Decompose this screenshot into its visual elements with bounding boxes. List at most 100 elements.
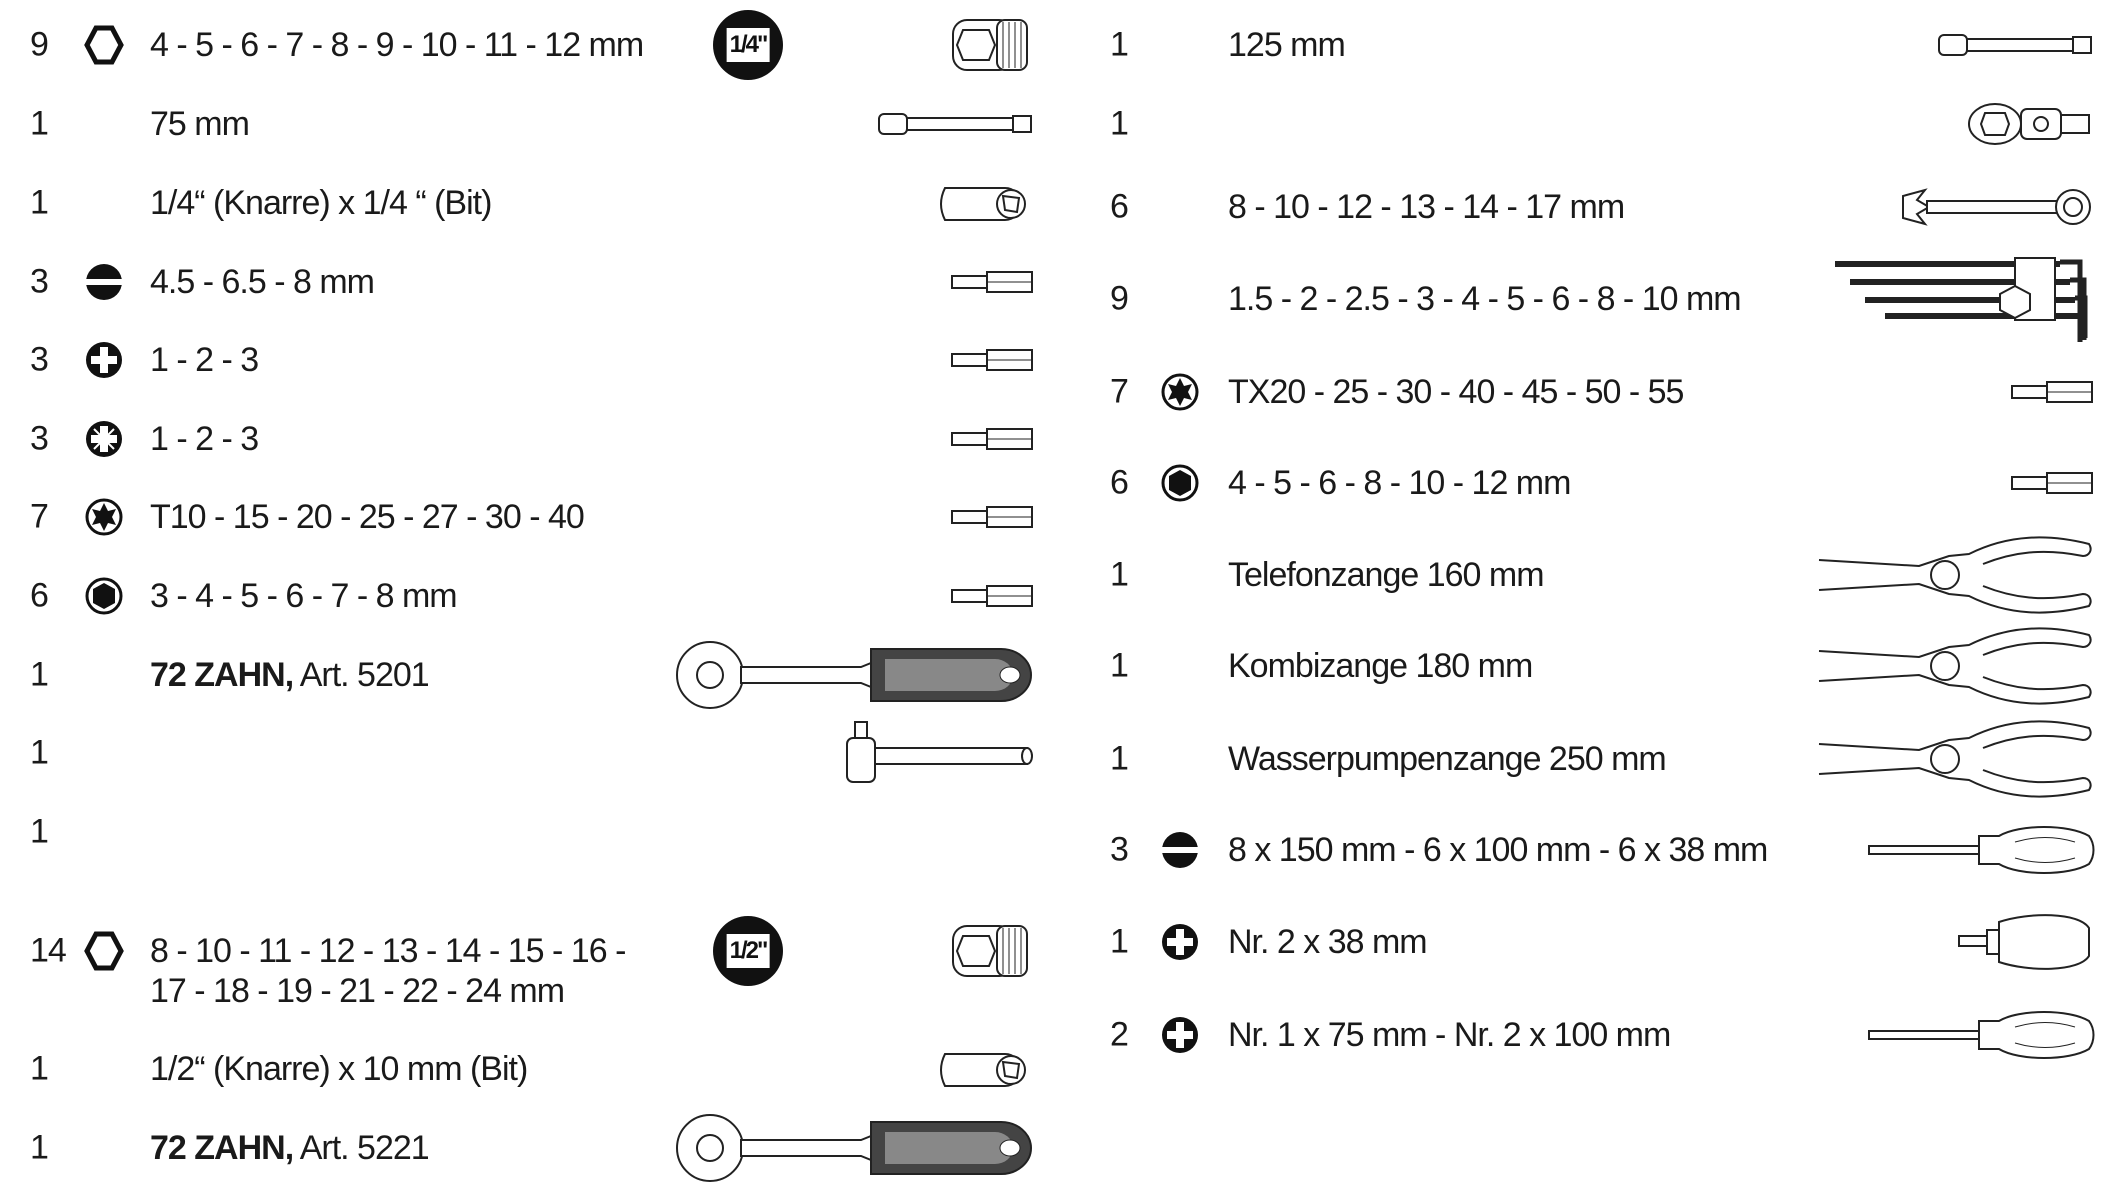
item-quantity: 1 bbox=[30, 812, 49, 851]
item-description: 1.5 - 2 - 2.5 - 3 - 4 - 5 - 6 - 8 - 10 m… bbox=[1228, 279, 1742, 319]
pliers-illustration bbox=[1818, 536, 2092, 614]
item-description: 72 ZAHN, Art. 5221 bbox=[150, 1128, 430, 1168]
item-quantity: 9 bbox=[1110, 279, 1129, 318]
item-quantity: 1 bbox=[30, 1049, 49, 1088]
pozidriv-icon bbox=[84, 419, 124, 459]
item-description: 8 - 10 - 11 - 12 - 13 - 14 - 15 - 16 -17… bbox=[150, 931, 626, 1011]
item-quantity: 1 bbox=[30, 104, 49, 143]
item-quantity: 1 bbox=[1110, 25, 1129, 64]
item-quantity: 1 bbox=[30, 655, 49, 694]
item-quantity: 2 bbox=[1110, 1015, 1129, 1054]
item-text: Art. 5201 bbox=[293, 656, 430, 694]
hex-socket-icon bbox=[1160, 463, 1200, 503]
extension-illustration bbox=[878, 113, 1032, 135]
bit-illustration bbox=[951, 349, 1033, 371]
item-quantity: 1 bbox=[30, 183, 49, 222]
wrench-illustration bbox=[1902, 188, 2091, 226]
item-quantity: 1 bbox=[1110, 922, 1129, 961]
hex-outline-icon bbox=[84, 931, 124, 971]
item-text: 8 x 150 mm - 6 x 100 mm - 6 x 38 mm bbox=[1228, 831, 1768, 869]
item-quantity: 3 bbox=[1110, 830, 1129, 869]
item-quantity: 1 bbox=[1110, 739, 1129, 778]
item-text: Nr. 1 x 75 mm - Nr. 2 x 100 mm bbox=[1228, 1016, 1671, 1054]
item-description: 4.5 - 6.5 - 8 mm bbox=[150, 262, 375, 302]
phillips-icon bbox=[1160, 922, 1200, 962]
item-quantity: 3 bbox=[30, 340, 49, 379]
item-text: 8 - 10 - 12 - 13 - 14 - 17 mm bbox=[1228, 188, 1625, 226]
item-quantity: 6 bbox=[1110, 187, 1129, 226]
adapter-illustration bbox=[940, 187, 1026, 221]
item-description: Kombizange 180 mm bbox=[1228, 646, 1533, 686]
slot-icon bbox=[1160, 830, 1200, 870]
item-description: Wasserpumpenzange 250 mm bbox=[1228, 739, 1667, 779]
slot-icon bbox=[84, 262, 124, 302]
item-text-line2: 17 - 18 - 19 - 21 - 22 - 24 mm bbox=[150, 972, 565, 1010]
item-text: 1/4“ (Knarre) x 1/4 “ (Bit) bbox=[150, 184, 492, 222]
bit-illustration bbox=[951, 506, 1033, 528]
item-text: Wasserpumpenzange 250 mm bbox=[1228, 740, 1667, 778]
item-quantity: 1 bbox=[1110, 104, 1129, 143]
item-quantity: 1 bbox=[1110, 555, 1129, 594]
item-quantity: 14 bbox=[30, 931, 67, 970]
item-description: 1 - 2 - 3 bbox=[150, 340, 259, 380]
item-text: 1 - 2 - 3 bbox=[150, 420, 259, 458]
item-description: 72 ZAHN, Art. 5201 bbox=[150, 655, 430, 695]
pliers-illustration bbox=[1818, 720, 2092, 798]
item-description: 1 - 2 - 3 bbox=[150, 419, 259, 459]
item-text: T10 - 15 - 20 - 25 - 27 - 30 - 40 bbox=[150, 498, 585, 536]
item-description: 4 - 5 - 6 - 7 - 8 - 9 - 10 - 11 - 12 mm bbox=[150, 25, 644, 65]
extension-illustration bbox=[1938, 34, 2092, 56]
item-text: Telefonzange 160 mm bbox=[1228, 556, 1545, 594]
item-text: Nr. 2 x 38 mm bbox=[1228, 923, 1428, 961]
item-quantity: 3 bbox=[30, 262, 49, 301]
screwdriver-illustration bbox=[1868, 826, 2095, 874]
item-description: 1/4“ (Knarre) x 1/4 “ (Bit) bbox=[150, 183, 492, 223]
screwdriver-short-illustration bbox=[1958, 914, 2090, 970]
item-quantity: 1 bbox=[30, 1128, 49, 1167]
screwdriver-illustration bbox=[1868, 1011, 2095, 1059]
bit-illustration bbox=[951, 428, 1033, 450]
item-text: TX20 - 25 - 30 - 40 - 45 - 50 - 55 bbox=[1228, 373, 1684, 411]
item-quantity: 9 bbox=[30, 25, 49, 64]
item-quantity: 1 bbox=[1110, 646, 1129, 685]
hex-outline-icon bbox=[84, 25, 124, 65]
item-description: 3 - 4 - 5 - 6 - 7 - 8 mm bbox=[150, 576, 458, 616]
item-quantity: 1 bbox=[30, 733, 49, 772]
item-description: 8 - 10 - 12 - 13 - 14 - 17 mm bbox=[1228, 187, 1625, 227]
item-description: 125 mm bbox=[1228, 25, 1346, 65]
socket-illustration bbox=[952, 925, 1028, 977]
item-quantity: 6 bbox=[1110, 463, 1129, 502]
item-description: 1/2“ (Knarre) x 10 mm (Bit) bbox=[150, 1049, 528, 1089]
adapter-illustration bbox=[940, 1053, 1026, 1087]
torx-icon bbox=[84, 497, 124, 537]
item-text: 1 - 2 - 3 bbox=[150, 341, 259, 379]
t-bar-illustration bbox=[846, 721, 1033, 783]
universal-joint-illustration bbox=[1968, 103, 2090, 145]
item-text: Art. 5221 bbox=[293, 1129, 430, 1167]
item-quantity: 7 bbox=[30, 497, 49, 536]
ratchet-illustration bbox=[676, 641, 1032, 709]
item-text: 1/2“ (Knarre) x 10 mm (Bit) bbox=[150, 1050, 528, 1088]
bit-illustration bbox=[2011, 381, 2093, 403]
hex-socket-icon bbox=[84, 576, 124, 616]
ratchet-illustration bbox=[676, 1114, 1032, 1182]
item-text: Kombizange 180 mm bbox=[1228, 647, 1533, 685]
item-text: 3 - 4 - 5 - 6 - 7 - 8 mm bbox=[150, 577, 458, 615]
item-text: 125 mm bbox=[1228, 26, 1346, 64]
item-text: 8 - 10 - 11 - 12 - 13 - 14 - 15 - 16 - bbox=[150, 932, 626, 970]
item-description: 8 x 150 mm - 6 x 100 mm - 6 x 38 mm bbox=[1228, 830, 1768, 870]
item-description: Telefonzange 160 mm bbox=[1228, 555, 1545, 595]
item-description: 4 - 5 - 6 - 8 - 10 - 12 mm bbox=[1228, 463, 1571, 503]
item-text: 1.5 - 2 - 2.5 - 3 - 4 - 5 - 6 - 8 - 10 m… bbox=[1228, 280, 1742, 318]
item-quantity: 6 bbox=[30, 576, 49, 615]
pliers-illustration bbox=[1818, 627, 2092, 705]
item-bold-label: 72 ZAHN, bbox=[150, 1129, 294, 1167]
item-bold-label: 72 ZAHN, bbox=[150, 656, 294, 694]
phillips-icon bbox=[1160, 1015, 1200, 1055]
item-text: 4 - 5 - 6 - 8 - 10 - 12 mm bbox=[1228, 464, 1571, 502]
item-description: 75 mm bbox=[150, 104, 250, 144]
item-quantity: 3 bbox=[30, 419, 49, 458]
item-description: Nr. 1 x 75 mm - Nr. 2 x 100 mm bbox=[1228, 1015, 1671, 1055]
drive-size-badge: 1/4" bbox=[713, 10, 783, 80]
drive-size-badge: 1/2" bbox=[713, 916, 783, 986]
